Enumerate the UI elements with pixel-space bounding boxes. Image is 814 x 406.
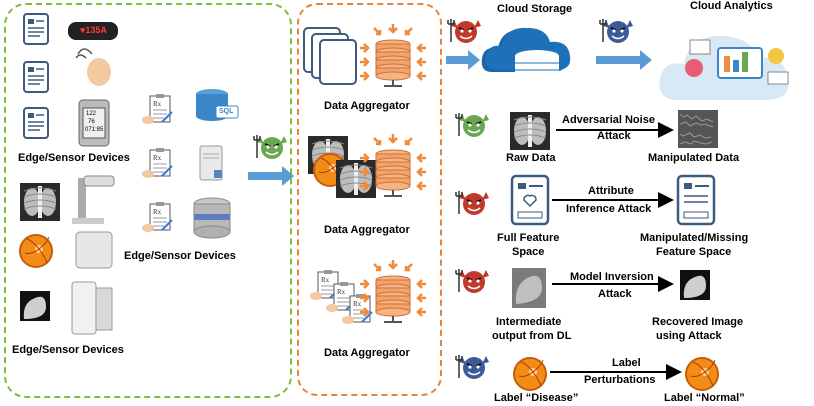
attack4-line1: Label	[612, 357, 641, 369]
edge-devices-container	[4, 3, 292, 398]
aggregator-3-graphic	[309, 258, 428, 325]
attack2-line1: Attribute	[588, 185, 634, 197]
aggregators-container	[297, 3, 442, 396]
intermediate-label-1: Intermediate	[496, 316, 562, 328]
database-stack-icon	[193, 197, 231, 239]
edge-devices-group-2	[141, 89, 239, 239]
bp-readout-1: 122	[86, 111, 97, 117]
manipulated-feature-label-1: Manipulated/Missing	[640, 232, 749, 244]
eye-image-disease	[513, 357, 547, 391]
recovered-image	[680, 270, 710, 300]
intermediate-label-2: output from DL	[492, 330, 572, 342]
edge-label-1: Edge/Sensor Devices	[18, 152, 130, 164]
tablet-icon-1	[23, 13, 49, 45]
server-icon	[199, 145, 223, 181]
tablet-icon-3	[23, 107, 49, 139]
attack2-line2: Inference Attack	[566, 203, 652, 215]
sql-database-icon	[196, 89, 239, 121]
attack1-line1: Adversarial Noise	[562, 114, 655, 126]
arrow-storage-to-analytics	[596, 50, 652, 70]
aggregator-2-graphic	[307, 132, 428, 199]
raw-data-label: Raw Data	[506, 152, 556, 164]
devil-icon-green-left	[253, 134, 288, 160]
manipulated-feature-tablet	[676, 174, 716, 226]
xray-machine-icon	[78, 178, 86, 218]
aggregator-1-graphic	[303, 22, 428, 87]
devil-icon-red-row2	[455, 190, 490, 216]
mammogram-image	[20, 291, 50, 321]
aggregator-label-3: Data Aggregator	[324, 347, 410, 359]
attack3-line1: Model Inversion	[570, 271, 654, 283]
chest-xray-image	[19, 182, 61, 222]
full-feature-label-2: Space	[512, 246, 545, 258]
prescription-icon-3	[141, 201, 173, 233]
arrow-edge-to-aggregator	[248, 166, 294, 186]
recovered-image-label-2: using Attack	[656, 330, 722, 342]
label-disease: Label “Disease”	[494, 392, 579, 404]
retina-scanner-icon	[75, 231, 113, 269]
cloud-analytics-graphic	[659, 35, 789, 100]
full-feature-tablet	[510, 174, 550, 226]
manipulated-data-label: Manipulated Data	[648, 152, 740, 164]
recovered-image-label-1: Recovered Image	[652, 316, 744, 328]
raw-data-xray	[509, 111, 551, 151]
full-feature-label-1: Full Feature	[497, 232, 560, 244]
mammography-machine-icon	[71, 281, 97, 335]
devil-icon-red-row3	[455, 268, 490, 294]
cloud-analytics-title: Cloud Analytics	[690, 0, 773, 12]
edge-label-3: Edge/Sensor Devices	[12, 344, 124, 356]
aggregator-label-1: Data Aggregator	[324, 100, 410, 112]
fitness-band-icon	[68, 22, 118, 40]
manipulated-feature-label-2: Feature Space	[656, 246, 732, 258]
devil-icon-blue-row4	[455, 354, 490, 380]
bp-readout-2: 76	[88, 119, 95, 125]
cloud-storage-graphic	[481, 27, 571, 84]
intermediate-output-image	[512, 268, 546, 308]
bp-readout-3: 071:85	[85, 127, 104, 133]
eye-image-normal	[685, 357, 719, 391]
cloud-storage-title: Cloud Storage	[497, 3, 573, 15]
prescription-icon-1	[141, 93, 173, 125]
manipulated-data-noise	[678, 110, 718, 148]
arrow-aggregator-to-storage	[446, 50, 480, 70]
prescription-icon-2	[141, 147, 173, 179]
devil-icon-green-row1	[455, 112, 490, 138]
label-normal: Label “Normal”	[664, 392, 745, 404]
devil-icon-red-storage	[447, 18, 482, 44]
edge-devices-group-3	[19, 175, 115, 335]
attack3-line2: Attack	[598, 288, 632, 300]
tablet-icon-2	[23, 61, 49, 93]
retina-image	[19, 234, 53, 268]
edge-devices-group-1	[23, 13, 118, 147]
devil-icon-blue-analytics	[599, 18, 634, 44]
aggregator-label-2: Data Aggregator	[324, 224, 410, 236]
attack4-line2: Perturbations	[584, 374, 656, 386]
attack1-line2: Attack	[597, 130, 631, 142]
sql-tag: SQL	[219, 108, 234, 115]
edge-label-2: Edge/Sensor Devices	[124, 250, 236, 262]
band-readout: ♥135A	[80, 25, 107, 35]
hand-sensor-icon	[87, 58, 111, 86]
